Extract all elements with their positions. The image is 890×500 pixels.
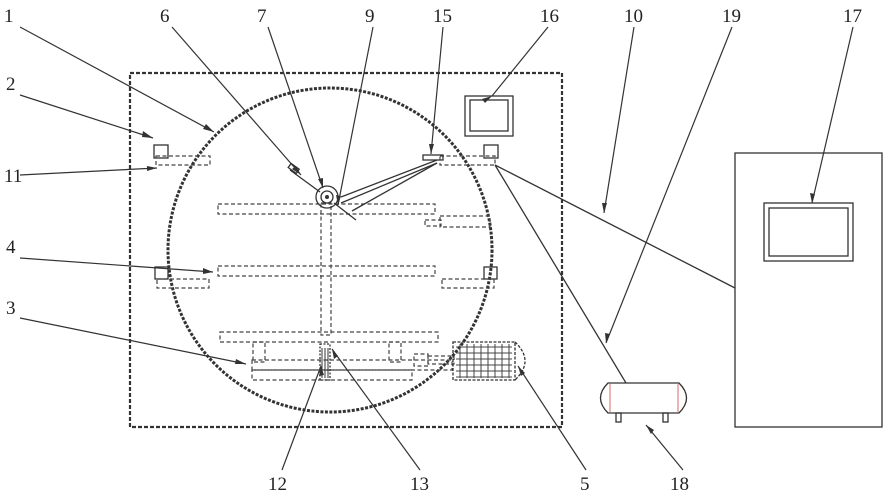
callout-2: 2 — [6, 74, 16, 95]
bottom-frame — [251, 369, 413, 381]
callout-15: 15 — [433, 6, 452, 27]
rack-rail-middle — [217, 265, 436, 277]
callout-11: 11 — [4, 166, 22, 187]
base-leg-left — [252, 341, 266, 363]
leader-lines — [19, 26, 854, 471]
callout-7: 7 — [257, 6, 267, 27]
rotary-hub — [315, 185, 339, 209]
callout-17: 17 — [843, 6, 862, 27]
callout-4: 4 — [6, 237, 16, 258]
callout-9: 9 — [365, 6, 375, 27]
callout-12: 12 — [268, 474, 287, 495]
circular-chamber — [166, 86, 494, 414]
probe-arm-right — [333, 159, 438, 221]
callout-1: 1 — [4, 6, 14, 27]
rack-rail-top — [217, 203, 436, 215]
main-enclosure — [128, 71, 564, 429]
gas-tank — [599, 382, 688, 423]
rack-rail-bottom — [219, 331, 439, 343]
callout-18: 18 — [670, 474, 689, 495]
top-sensor-bar — [422, 154, 444, 161]
right-bracket-upper — [439, 144, 499, 166]
control-cabinet — [734, 152, 883, 428]
callout-5: 5 — [580, 474, 590, 495]
right-bracket-lower — [441, 266, 498, 289]
callout-10: 10 — [624, 6, 643, 27]
cable-to-cabinet — [494, 164, 736, 289]
bottom-shaft — [251, 359, 453, 371]
left-bracket-lower — [154, 266, 210, 289]
drive-coupling — [319, 343, 331, 381]
central-shaft — [320, 202, 332, 336]
cable-to-tank — [494, 164, 627, 384]
right-sensor — [424, 215, 491, 228]
callout-6: 6 — [160, 6, 170, 27]
callout-16: 16 — [540, 6, 559, 27]
callout-19: 19 — [722, 6, 741, 27]
callout-3: 3 — [6, 298, 16, 319]
left-bracket-upper — [153, 144, 211, 166]
enclosure-monitor — [464, 95, 514, 137]
probe-arm-left — [287, 162, 321, 193]
base-leg-right — [388, 341, 402, 363]
motor — [413, 341, 526, 381]
leader-arrowheads — [142, 96, 815, 434]
callout-13: 13 — [410, 474, 429, 495]
